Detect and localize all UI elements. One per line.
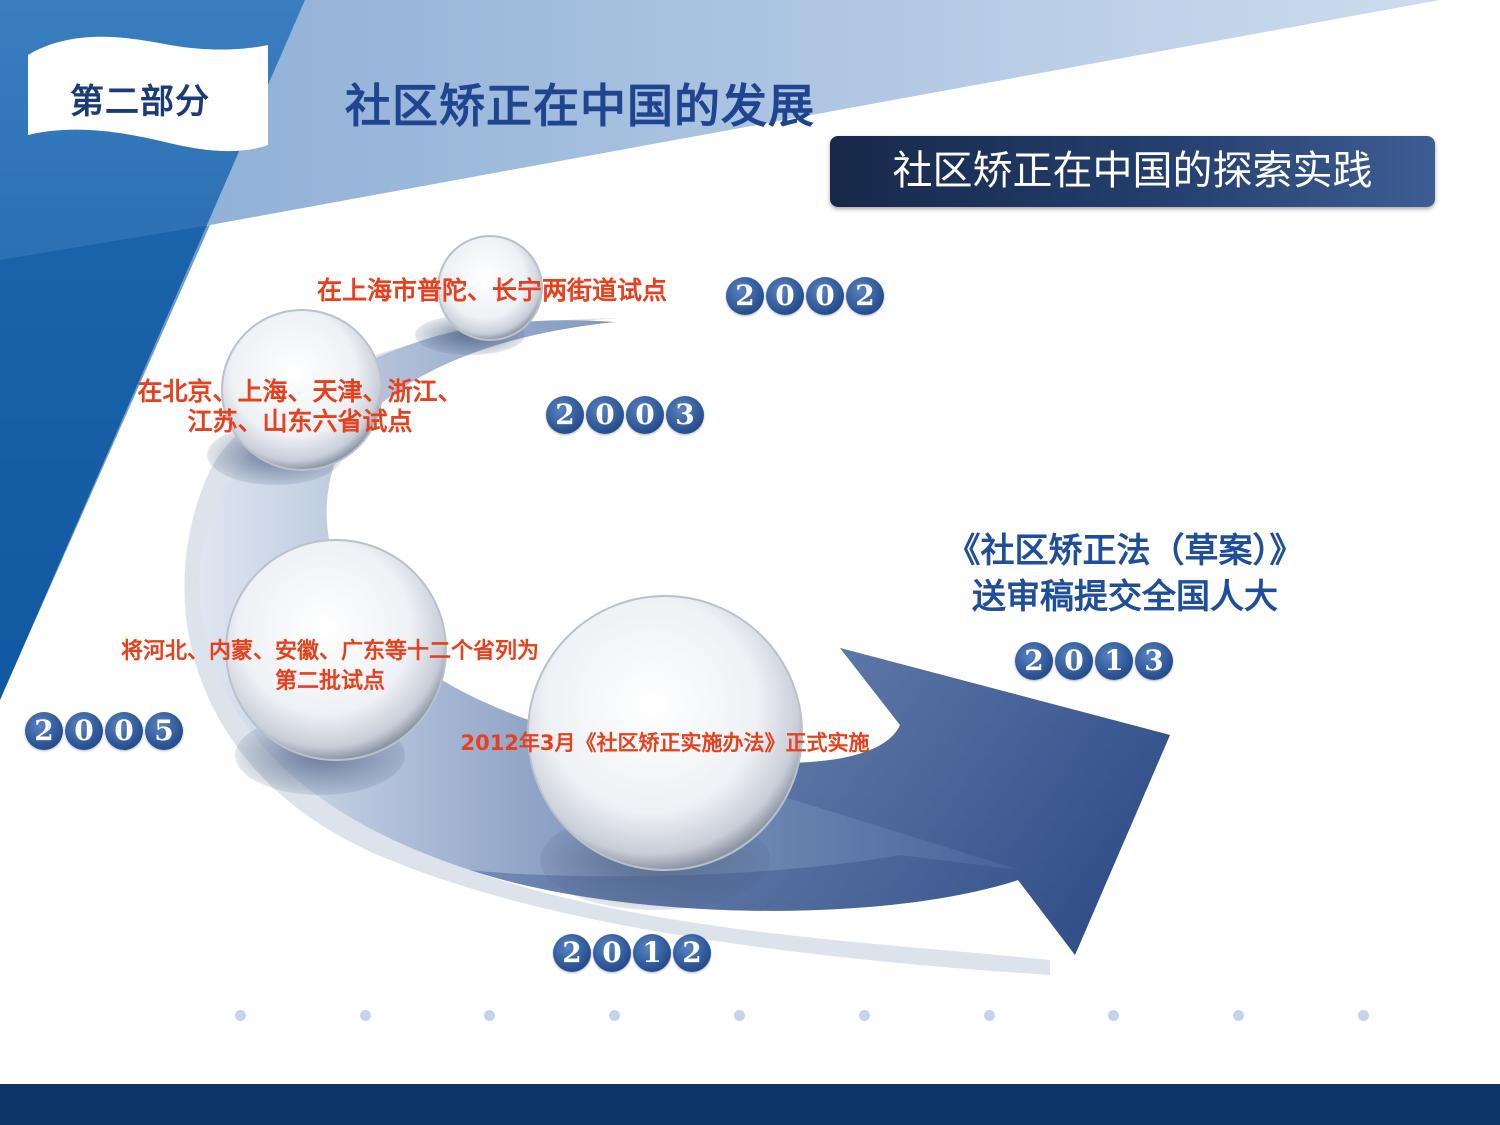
decor-dot [859,1010,870,1021]
year-digit: 2 [1015,642,1053,680]
year-badge-2002: 2 0 0 2 [726,277,884,315]
event-2012-text: 2012年3月《社区矫正实施办法》正式实施 [460,731,870,755]
year-digit: 2 [846,277,884,315]
decor-dot [984,1010,995,1021]
year-badge-2005: 2 0 0 5 [25,712,183,750]
event-2013-line1: 《社区矫正法（草案）》 [946,531,1304,571]
decor-dot [484,1010,495,1021]
page-title: 社区矫正在中国的发展 [345,79,815,133]
year-badge-2012: 2 0 1 2 [553,934,711,972]
year-badge-2013: 2 0 1 3 [1015,642,1173,680]
event-2003-line2: 江苏、山东六省试点 [187,407,413,436]
decor-dot [609,1010,620,1021]
event-2002-text: 在上海市普陀、长宁两街道试点 [316,276,667,305]
year-digit: 1 [633,934,671,972]
decor-dot [1233,1010,1244,1021]
year-digit: 2 [553,934,591,972]
event-2003-text: 在北京、上海、天津、浙江、 江苏、山东六省试点 [110,377,490,437]
subtitle-text: 社区矫正在中国的探索实践 [892,148,1373,194]
year-digit: 2 [546,396,584,434]
year-digit: 2 [673,934,711,972]
year-digit: 2 [726,277,764,315]
event-2013-text: 《社区矫正法（草案）》 送审稿提交全国人大 [905,528,1345,620]
year-digit: 5 [145,712,183,750]
decor-dot [235,1010,246,1021]
footer-bar [0,1084,1500,1125]
event-2013-line2: 送审稿提交全国人大 [972,577,1278,617]
year-digit: 3 [1135,642,1173,680]
year-digit: 0 [766,277,804,315]
decor-dot [1358,1010,1369,1021]
year-digit: 3 [666,396,704,434]
part-label: 第二部分 [70,82,210,122]
event-2005-line1: 将河北、内蒙、安徽、广东等十二个省列为 [120,639,539,664]
decor-dot [360,1010,371,1021]
event-2005-line2: 第二批试点 [274,669,385,694]
year-digit: 1 [1095,642,1133,680]
decor-dot [734,1010,745,1021]
year-digit: 0 [593,934,631,972]
year-badge-2003: 2 0 0 3 [546,396,704,434]
year-digit: 0 [626,396,664,434]
year-digit: 0 [586,396,624,434]
subtitle-bar: 社区矫正在中国的探索实践 [830,136,1435,207]
decor-dot [1108,1010,1119,1021]
year-digit: 0 [1055,642,1093,680]
year-digit: 0 [806,277,844,315]
event-2003-line1: 在北京、上海、天津、浙江、 [137,377,463,406]
year-digit: 0 [65,712,103,750]
event-2005-text: 将河北、内蒙、安徽、广东等十二个省列为 第二批试点 [90,637,570,697]
year-digit: 0 [105,712,143,750]
year-digit: 2 [25,712,63,750]
